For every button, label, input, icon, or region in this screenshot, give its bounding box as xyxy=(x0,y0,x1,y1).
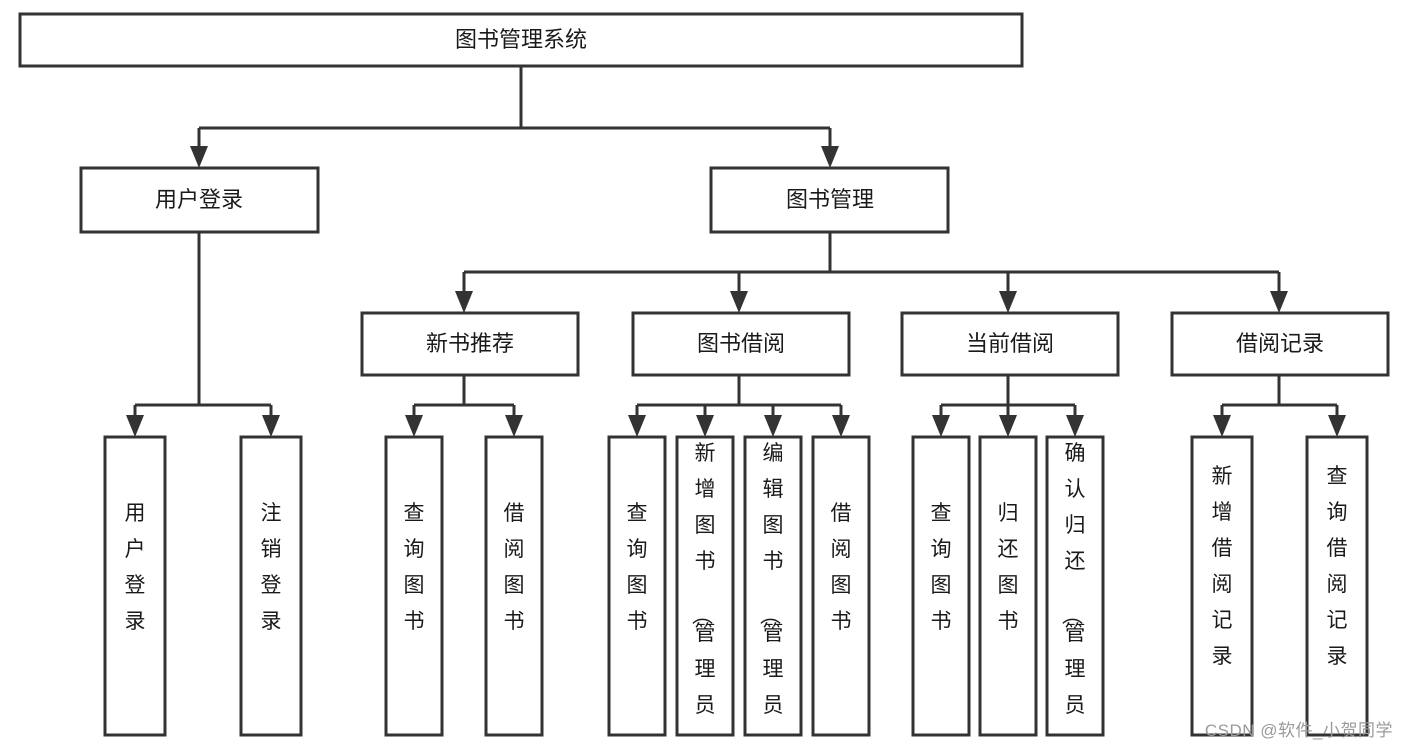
node-new-book-recommend[interactable]: 新书推荐 xyxy=(360,311,580,377)
node-book-borrow[interactable]: 图书借阅 xyxy=(631,311,851,377)
leaf-query-book-1-label: 查询图书 xyxy=(404,502,425,633)
arrow-to-new-book-recommend xyxy=(455,291,473,313)
leaf-add-book-box xyxy=(675,435,735,737)
arrow-root-to-book-management xyxy=(821,146,839,168)
leaf-add-record-label: 新增借阅记录 xyxy=(1212,465,1233,668)
arrow-to-leaf-query-book-2 xyxy=(628,415,646,437)
leaf-query-book-1-box xyxy=(384,435,444,737)
node-user-login-box xyxy=(79,166,320,234)
leaf-borrow-book-2-box xyxy=(811,435,871,737)
arrow-to-leaf-query-book-3 xyxy=(932,415,950,437)
node-book-management-label: 图书管理 xyxy=(786,187,874,212)
arrow-to-current-borrow xyxy=(999,291,1017,313)
leaf-query-record-box xyxy=(1305,435,1369,737)
leaf-query-book-3-box xyxy=(911,435,971,737)
arrow-to-leaf-logout-login xyxy=(262,415,280,437)
arrow-to-leaf-borrow-book-2 xyxy=(832,415,850,437)
leaf-edit-book-box xyxy=(743,435,803,737)
leaf-edit-book[interactable]: 编辑图书（管理员） xyxy=(743,435,803,747)
leaf-logout-login[interactable]: 注销登录 xyxy=(239,435,303,737)
arrow-to-leaf-confirm-return xyxy=(1066,415,1084,437)
node-current-borrow[interactable]: 当前借阅 xyxy=(900,311,1120,377)
node-book-borrow-box xyxy=(631,311,851,377)
leaf-user-login-box xyxy=(103,435,167,737)
node-new-book-recommend-box xyxy=(360,311,580,377)
connector-layer xyxy=(126,66,1346,437)
leaf-borrow-book-1[interactable]: 借阅图书 xyxy=(484,435,544,737)
leaf-logout-login-label: 注销登录 xyxy=(261,502,282,633)
leaf-borrow-book-2-label: 借阅图书 xyxy=(831,502,852,633)
node-root-system[interactable]: 图书管理系统 xyxy=(18,12,1024,68)
arrow-to-leaf-user-login xyxy=(126,415,144,437)
leaf-return-book-label: 归还图书 xyxy=(998,502,1019,633)
leaf-query-book-3[interactable]: 查询图书 xyxy=(911,435,971,737)
node-user-login-label: 用户登录 xyxy=(155,187,243,212)
node-new-book-recommend-label: 新书推荐 xyxy=(426,331,514,356)
arrow-to-leaf-edit-book xyxy=(764,415,782,437)
leaf-add-record[interactable]: 新增借阅记录 xyxy=(1190,435,1254,737)
leaf-query-book-2-label: 查询图书 xyxy=(627,502,648,633)
arrow-to-leaf-borrow-book-1 xyxy=(505,415,523,437)
leaf-edit-book-label: 编辑图书（管理员） xyxy=(758,442,784,747)
node-user-login[interactable]: 用户登录 xyxy=(79,166,320,234)
leaf-return-book[interactable]: 归还图书 xyxy=(978,435,1038,737)
leaf-logout-login-box xyxy=(239,435,303,737)
arrow-to-borrow-record xyxy=(1270,291,1288,313)
node-borrow-record-label: 借阅记录 xyxy=(1236,331,1324,356)
leaf-query-book-1[interactable]: 查询图书 xyxy=(384,435,444,737)
leaf-borrow-book-1-box xyxy=(484,435,544,737)
node-borrow-record[interactable]: 借阅记录 xyxy=(1170,311,1390,377)
leaf-add-book[interactable]: 新增图书（管理员） xyxy=(675,435,735,747)
leaf-query-record-label: 查询借阅记录 xyxy=(1327,465,1348,668)
leaf-add-book-label: 新增图书（管理员） xyxy=(690,442,716,747)
arrow-to-leaf-add-record xyxy=(1213,415,1231,437)
node-book-borrow-label: 图书借阅 xyxy=(697,331,785,356)
leaf-query-book-3-label: 查询图书 xyxy=(931,502,952,633)
leaf-add-record-box xyxy=(1190,435,1254,737)
arrow-to-leaf-return-book xyxy=(999,415,1017,437)
arrow-to-leaf-query-record xyxy=(1328,415,1346,437)
leaf-return-book-box xyxy=(978,435,1038,737)
leaf-query-record[interactable]: 查询借阅记录 xyxy=(1305,435,1369,737)
arrow-root-to-user-login xyxy=(190,146,208,168)
arrow-to-leaf-query-book-1 xyxy=(405,415,423,437)
node-book-management[interactable]: 图书管理 xyxy=(709,166,950,234)
node-root-label: 图书管理系统 xyxy=(455,27,587,52)
node-root-box xyxy=(18,12,1024,68)
node-book-management-box xyxy=(709,166,950,234)
arrow-to-leaf-add-book xyxy=(696,415,714,437)
leaf-query-book-2[interactable]: 查询图书 xyxy=(607,435,667,737)
node-current-borrow-box xyxy=(900,311,1120,377)
leaf-confirm-return[interactable]: 确认归还（管理员） xyxy=(1045,435,1105,747)
arrow-to-book-borrow xyxy=(730,291,748,313)
leaf-confirm-return-box xyxy=(1045,435,1105,737)
leaf-borrow-book-2[interactable]: 借阅图书 xyxy=(811,435,871,737)
leaf-borrow-book-1-label: 借阅图书 xyxy=(504,502,525,633)
leaf-confirm-return-label: 确认归还（管理员） xyxy=(1060,442,1086,747)
leaf-query-book-2-box xyxy=(607,435,667,737)
node-borrow-record-box xyxy=(1170,311,1390,377)
leaf-user-login-label: 用户登录 xyxy=(125,502,146,633)
leaf-user-login[interactable]: 用户登录 xyxy=(103,435,167,737)
node-current-borrow-label: 当前借阅 xyxy=(966,331,1054,356)
